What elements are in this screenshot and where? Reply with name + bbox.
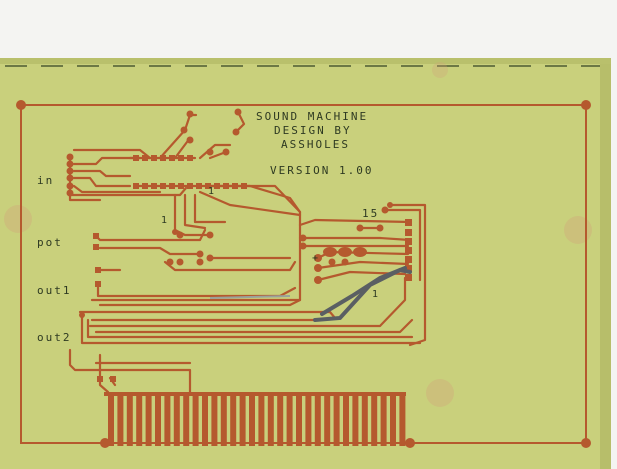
edge-finger	[211, 394, 218, 446]
edge-finger	[258, 394, 265, 446]
corner-pads	[16, 100, 591, 448]
edge-finger	[136, 394, 143, 446]
edge-finger	[267, 394, 274, 446]
edge-connector	[108, 394, 406, 446]
pin-label-1-right: 1	[372, 289, 380, 300]
edge-finger	[155, 394, 161, 446]
board-right-edge	[600, 58, 611, 469]
edge-finger	[286, 394, 293, 446]
edge-finger	[249, 394, 255, 446]
mounting-hole	[432, 62, 448, 78]
edge-finger	[173, 394, 180, 446]
edge-finger	[164, 394, 171, 446]
version-label: VERSION 1.00	[270, 164, 374, 177]
jumper-wire	[209, 295, 291, 299]
edge-finger	[314, 394, 321, 446]
edge-finger	[145, 394, 152, 446]
board-top-shadow	[0, 58, 611, 64]
pin-label-1-mid: 1	[161, 215, 169, 226]
edge-finger	[277, 394, 284, 446]
edge-finger	[117, 394, 124, 446]
edge-finger	[333, 394, 340, 446]
edge-finger	[108, 394, 114, 446]
title-line-1: SOUND MACHINE	[256, 110, 369, 123]
edge-finger	[230, 394, 237, 446]
edge-finger	[324, 394, 331, 446]
pin-label-1-upper: 1	[208, 186, 216, 197]
edge-finger	[239, 394, 246, 446]
edge-finger	[192, 394, 199, 446]
edge-finger	[371, 394, 378, 446]
edge-finger	[343, 394, 349, 446]
mounting-hole	[426, 379, 454, 407]
edge-finger	[126, 394, 133, 446]
edge-finger	[305, 394, 312, 446]
mounting-hole	[564, 216, 592, 244]
solder-wire	[313, 266, 412, 322]
edge-finger	[380, 394, 387, 446]
label-out2: out2	[37, 331, 72, 344]
edge-finger	[390, 394, 396, 446]
pin-label-15: 15	[362, 207, 380, 220]
mounting-hole	[4, 205, 32, 233]
edge-finger	[399, 394, 406, 446]
edge-finger	[352, 394, 359, 446]
edge-finger	[361, 394, 368, 446]
edge-finger	[296, 394, 302, 446]
pot-oval-pads	[323, 247, 367, 257]
edge-finger	[202, 394, 208, 446]
edge-connector-bar	[104, 392, 406, 396]
edge-finger	[183, 394, 190, 446]
outline-trace	[20, 104, 587, 444]
label-pot: pot	[37, 236, 63, 249]
label-out1: out1	[37, 284, 72, 297]
title-line-2: DESIGN BY	[274, 124, 352, 137]
title-line-3: ASSHOLES	[281, 138, 350, 151]
edge-finger	[220, 394, 227, 446]
label-in: in	[37, 174, 55, 187]
component-pads	[66, 108, 412, 382]
plus-mark: +	[312, 253, 320, 264]
